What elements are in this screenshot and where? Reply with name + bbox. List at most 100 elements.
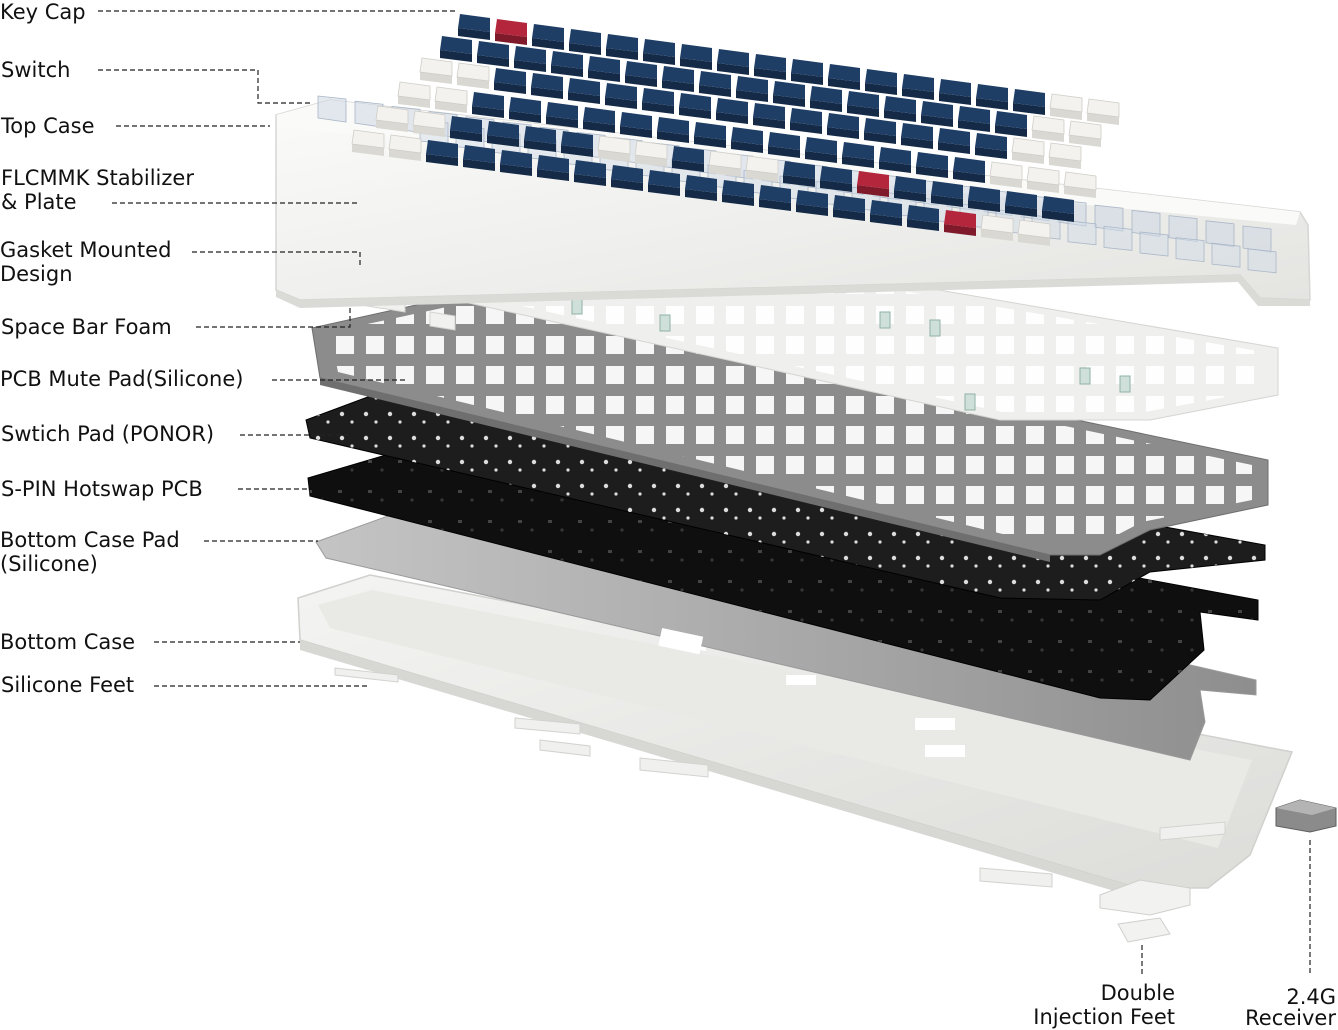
keycap (532, 24, 564, 42)
keycap (731, 127, 763, 145)
keycap (680, 44, 712, 62)
keycap (857, 171, 889, 189)
keycap (440, 36, 472, 54)
keycap (597, 135, 631, 155)
keycap (907, 205, 939, 223)
keycap (463, 145, 495, 163)
pcb-mute-pad (311, 292, 1269, 562)
keycap (450, 116, 482, 134)
keycap (494, 68, 526, 86)
switch (317, 95, 347, 123)
switch (1168, 215, 1198, 243)
label-switch: Switch (1, 58, 71, 82)
switch (1205, 220, 1235, 248)
keycap (864, 118, 896, 136)
label-silicone-feet: Silicone Feet (1, 673, 135, 697)
keycap (916, 152, 948, 170)
keycap (754, 54, 786, 72)
keycap (894, 176, 926, 194)
keycap (833, 195, 865, 213)
keycap (1031, 115, 1065, 135)
silicone-feet (334, 667, 1226, 888)
receiver-dongle (1275, 799, 1337, 833)
keycap (865, 69, 897, 87)
keycap (419, 57, 453, 77)
keycap (514, 46, 546, 64)
keycap (1049, 93, 1083, 113)
keycap (625, 61, 657, 79)
keycap (509, 97, 541, 115)
keycap (902, 74, 934, 92)
keycap (976, 84, 1008, 102)
keycap (958, 106, 990, 124)
keycap (583, 107, 615, 125)
switch (1139, 231, 1169, 257)
keycap (736, 76, 768, 94)
keycap (1048, 142, 1082, 162)
keycap (1063, 171, 1097, 191)
label-stabilizer-plate-line1: FLCMMK Stabilizer (1, 166, 194, 190)
keycap (495, 19, 527, 37)
keycap (708, 150, 742, 170)
keycap (921, 101, 953, 119)
keycap (634, 140, 668, 160)
leader-lines (98, 10, 1311, 975)
keycap (783, 161, 815, 179)
keycap (657, 117, 689, 135)
keycap (847, 91, 879, 109)
keycap (768, 132, 800, 150)
keycap (694, 122, 726, 140)
keycap (524, 126, 556, 144)
keycap (569, 29, 601, 47)
keycap (884, 96, 916, 114)
keycap (939, 79, 971, 97)
keycap (870, 200, 902, 218)
keycap (388, 134, 422, 154)
keycap (1005, 191, 1037, 209)
keycap (975, 133, 1007, 151)
keycap (820, 166, 852, 184)
label-key-cap: Key Cap (0, 0, 86, 24)
label-space-bar-foam: Space Bar Foam (1, 315, 172, 339)
label-double-injection-line2: Injection Feet (1033, 1005, 1175, 1029)
keycap (810, 86, 842, 104)
keycap (1011, 137, 1045, 157)
keycap (351, 129, 385, 149)
keycap (643, 39, 675, 57)
keycap (685, 175, 717, 193)
keycap (989, 161, 1023, 181)
keycap (1042, 196, 1074, 214)
label-receiver-line1: 2.4G (1286, 985, 1336, 1009)
keycap (938, 128, 970, 146)
switch (1175, 237, 1205, 263)
keycap (790, 108, 822, 126)
keycap (531, 73, 563, 91)
keycap (458, 14, 490, 32)
switch (1103, 225, 1133, 251)
label-hotswap-pcb: S-PIN Hotswap PCB (1, 477, 203, 501)
keycap (796, 190, 828, 208)
keycap (472, 92, 504, 110)
keycap (791, 59, 823, 77)
keycap (842, 142, 874, 160)
keycap (699, 71, 731, 89)
keycap (953, 157, 985, 175)
keycap (551, 51, 583, 69)
label-receiver-line2: Receiver (1245, 1006, 1336, 1030)
keycap (879, 147, 911, 165)
keycap (500, 150, 532, 168)
keycap (1068, 120, 1102, 140)
label-pcb-mute-pad: PCB Mute Pad(Silicone) (0, 367, 244, 391)
keycap (1013, 89, 1045, 107)
label-double-injection-line1: Double (1100, 981, 1175, 1005)
keycap (679, 93, 711, 111)
keycap (980, 214, 1014, 234)
keycap (662, 66, 694, 84)
label-stabilizer-plate-line2: & Plate (1, 190, 77, 214)
keycap (588, 56, 620, 74)
keycap (944, 210, 976, 228)
keycap (477, 41, 509, 59)
switch (1247, 248, 1277, 274)
keycap (397, 81, 431, 101)
